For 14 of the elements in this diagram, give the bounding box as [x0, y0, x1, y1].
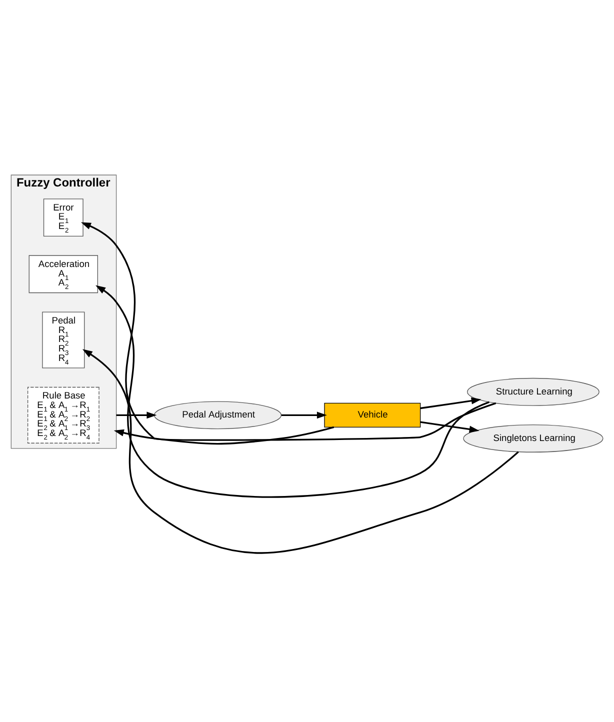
node-ellipse: Pedal Adjustment	[154, 400, 282, 429]
node-box: Pedal R$_{1}$ R$_{2}$ R$_{3}$ R$_{4}$	[42, 311, 85, 368]
arrow	[96, 284, 490, 498]
arrow	[281, 411, 327, 418]
node-box: Acceleration A$_{1}$ A$_{2}$	[28, 254, 98, 293]
arrow	[116, 411, 157, 418]
arrow	[80, 222, 496, 440]
node-box: Vehicle	[324, 402, 421, 427]
arrow	[114, 426, 334, 444]
arrow	[420, 420, 480, 432]
arrow	[420, 396, 482, 409]
arrow	[82, 348, 519, 554]
node-box: Error E$_{1}$ E$_{2}$	[43, 198, 84, 236]
node-box: Rule Base E$_{1}$ & A$_{1}$ →R$_{1}$ E$_{1}$ & A$_{2}$ →R$_{2}$ E$_{2}$ & A$_{1}$ →R$_{3}$ E$_{2}$ & A$_{2}$ →R$_{4}$	[27, 386, 100, 443]
